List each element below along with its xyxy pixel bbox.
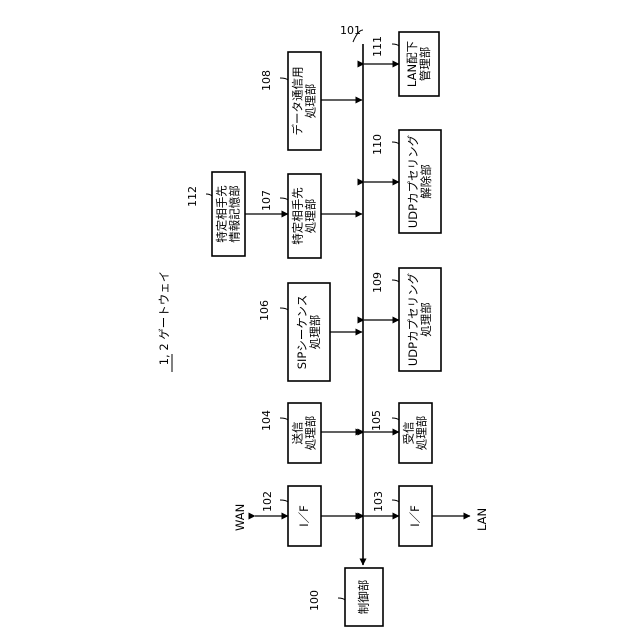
block-label-line: 処理部: [304, 84, 318, 119]
ref-leader: [280, 78, 288, 80]
block-control: 制御部 100: [308, 568, 383, 626]
block-label-line: 解除部: [419, 164, 433, 199]
block-label-line: 管理部: [418, 47, 432, 82]
ref-leader: [280, 308, 288, 310]
wan-label: WAN: [233, 504, 247, 531]
lan-label: LAN: [475, 508, 489, 531]
block-ref-number: 104: [260, 410, 273, 431]
blocks: 制御部100I／F102I／F103送信処理部104受信処理部105SIPシーケ…: [186, 32, 441, 626]
block-sip: SIPシーケンス処理部 106: [258, 283, 330, 381]
block-label-line: 処理部: [304, 199, 318, 234]
block-label-line: 処理部: [419, 302, 433, 337]
block-ref-number: 106: [258, 300, 271, 321]
block-datacomm: データ通信用処理部 108: [260, 52, 321, 150]
block-ref-number: 112: [186, 186, 199, 207]
block-ref-number: 105: [370, 410, 383, 431]
block-ref-number: 108: [260, 70, 273, 91]
block-label-line: 受信: [402, 422, 416, 445]
block-ref-number: 111: [371, 36, 384, 57]
block-ref-number: 107: [260, 190, 273, 211]
block-label-line: 処理部: [415, 416, 429, 451]
ref-leader: [206, 194, 212, 196]
block-label-line: UDPカプセリング: [406, 272, 420, 366]
diagram-title-group: 1, 2 ゲートウェイ: [157, 271, 172, 372]
ref-leader: [338, 598, 345, 600]
ref-leader: [280, 418, 288, 420]
block-label-line: UDPカプセリング: [406, 134, 420, 228]
block-ref-number: 109: [371, 272, 384, 293]
block-label-line: 制御部: [357, 580, 371, 615]
block-label-line: 情報記憶部: [228, 185, 242, 243]
block-ref-number: 103: [372, 491, 385, 512]
diagram-title: 1, 2 ゲートウェイ: [157, 271, 171, 366]
block-receive: 受信処理部 105: [370, 403, 432, 463]
block-specific: 特定相手先処理部 107: [260, 174, 321, 258]
block-label-line: データ通信用: [291, 67, 305, 136]
ref-leader: [392, 44, 399, 46]
block-label-line: SIPシーケンス: [295, 295, 309, 370]
ref-leader: [392, 280, 399, 282]
block-label-line: 特定相手先: [291, 187, 305, 245]
block-label-line: I／F: [408, 505, 422, 527]
block-ref-number: 100: [308, 590, 321, 611]
block-label-line: 処理部: [304, 416, 318, 451]
block-label-line: I／F: [297, 505, 311, 527]
ref-leader: [280, 500, 288, 502]
block-label-line: 特定相手先: [215, 185, 229, 243]
block-label-line: 送信: [291, 422, 305, 445]
block-label-line: 処理部: [308, 315, 322, 350]
block-send: 送信処理部 104: [260, 403, 321, 463]
ref-leader: [392, 142, 399, 144]
block-label-line: LAN配下: [405, 41, 419, 87]
block-storage: 特定相手先情報記憶部 112: [186, 172, 245, 256]
ref-leader: [280, 198, 288, 200]
ref-leader: [392, 500, 399, 502]
block-ref-number: 110: [371, 134, 384, 155]
block-ref-number: 102: [261, 491, 274, 512]
ref-leader: [392, 418, 399, 420]
bus-ref: 101: [340, 24, 361, 37]
